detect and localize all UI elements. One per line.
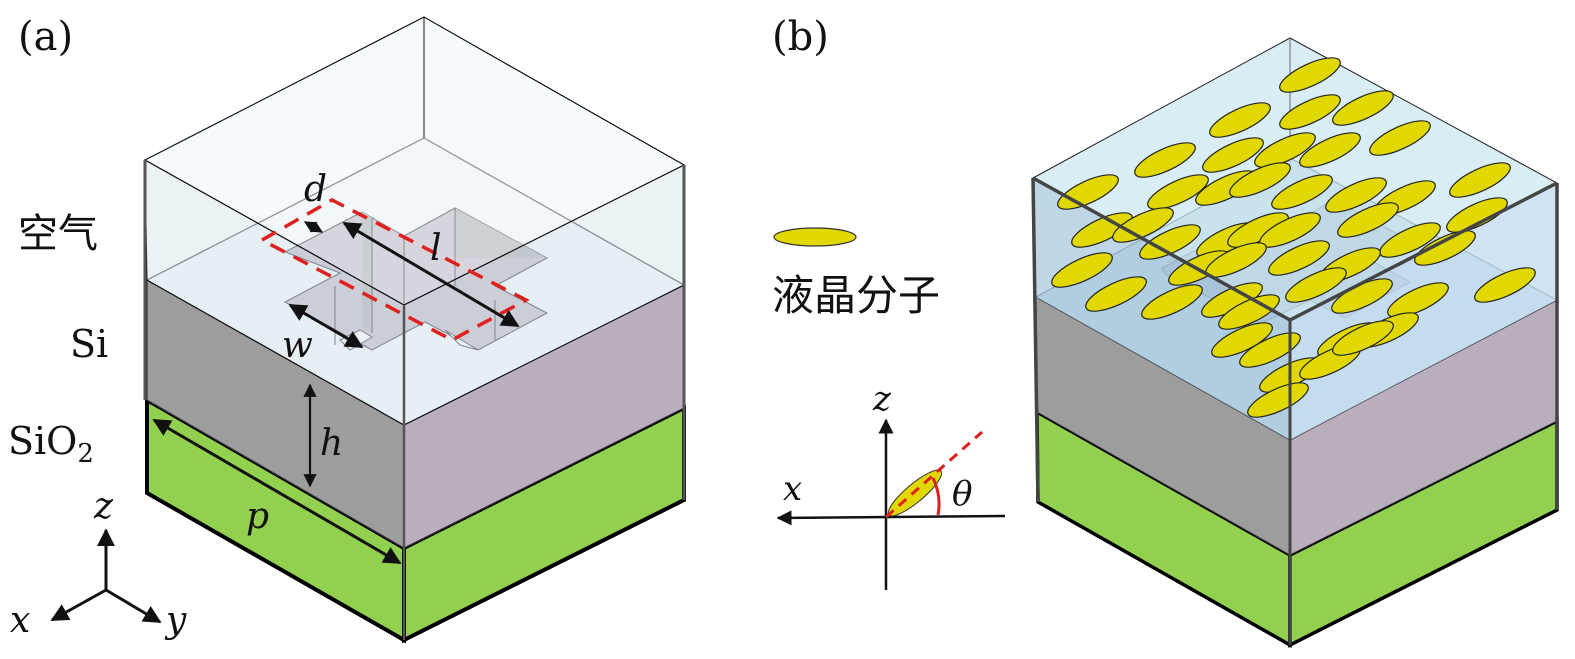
lc-molecule [1285,267,1347,303]
lc-molecule [1254,132,1316,168]
lc-molecule [1218,294,1280,330]
lc-molecule [1211,322,1273,358]
dim-p: p [246,496,269,537]
lc-molecule [1134,142,1196,178]
dim-w: w [282,325,313,366]
dim-h: h [320,423,343,464]
axis-x-label-b: x [783,469,802,509]
lc-molecule [1139,224,1201,260]
axis-x-label: x [10,600,30,641]
lc-molecule [1337,202,1399,238]
dim-d: d [304,169,327,210]
axis-y-label: y [164,600,187,641]
lc-molecule [1449,162,1511,198]
theta-arc [931,477,941,516]
lc-molecule [1332,320,1394,356]
lc-molecule [1299,132,1361,168]
panel-b-label: (b) [772,14,829,60]
left-edge-b [1031,177,1040,503]
lc-molecule [1414,230,1476,266]
lc-molecule [1369,120,1431,156]
lc-molecule [1147,174,1209,210]
d-arrow [303,221,324,233]
lc-molecule [1085,276,1147,312]
panel-a: (a) [8,14,686,644]
layer-label-air: 空气 [18,211,98,257]
lc-molecule [1446,197,1508,233]
lc-molecules [1051,57,1536,418]
layer-label-sio2: SiO2 [8,419,94,469]
dim-l: l [430,228,442,269]
lc-molecule [1071,212,1133,248]
panel-b: (b) 液晶分子 z x θ [772,14,1559,649]
lc-molecule [1279,57,1341,93]
front-top-right-edge-b [1289,181,1558,322]
lc-molecule [1474,267,1536,303]
lc-molecule [1247,382,1309,418]
xyz-axes: z x y [10,486,187,641]
lc-molecule [1332,90,1394,126]
l-arrow [342,221,520,328]
p-arrow [152,418,402,565]
xz-axes: z x θ [776,379,1006,590]
lc-molecule [1209,102,1271,138]
lc-molecule [1202,137,1264,173]
lc-molecule [1271,174,1333,210]
axis-z-label-b: z [872,379,892,419]
lc-molecule [1051,252,1113,288]
lc-molecule [1268,240,1330,276]
w-arrow [288,303,364,349]
axis-z-label: z [93,486,114,527]
lc-molecule [1387,282,1449,318]
panel-a-label: (a) [18,14,73,60]
lc-molecule [1279,94,1341,130]
lc-molecule [1325,177,1387,213]
lc-molecule-legend-icon [773,227,857,247]
layer-label-si: Si [70,322,108,366]
theta-label: θ [952,474,972,514]
lc-molecule [1141,284,1203,320]
lc-right-face [1290,183,1557,440]
front-top-left-edge-b [1032,176,1291,322]
lc-molecule [1229,162,1291,198]
legend-text: 液晶分子 [772,271,940,320]
lc-molecule [1112,207,1174,243]
lc-molecule [1239,332,1301,368]
director-line [885,430,983,519]
